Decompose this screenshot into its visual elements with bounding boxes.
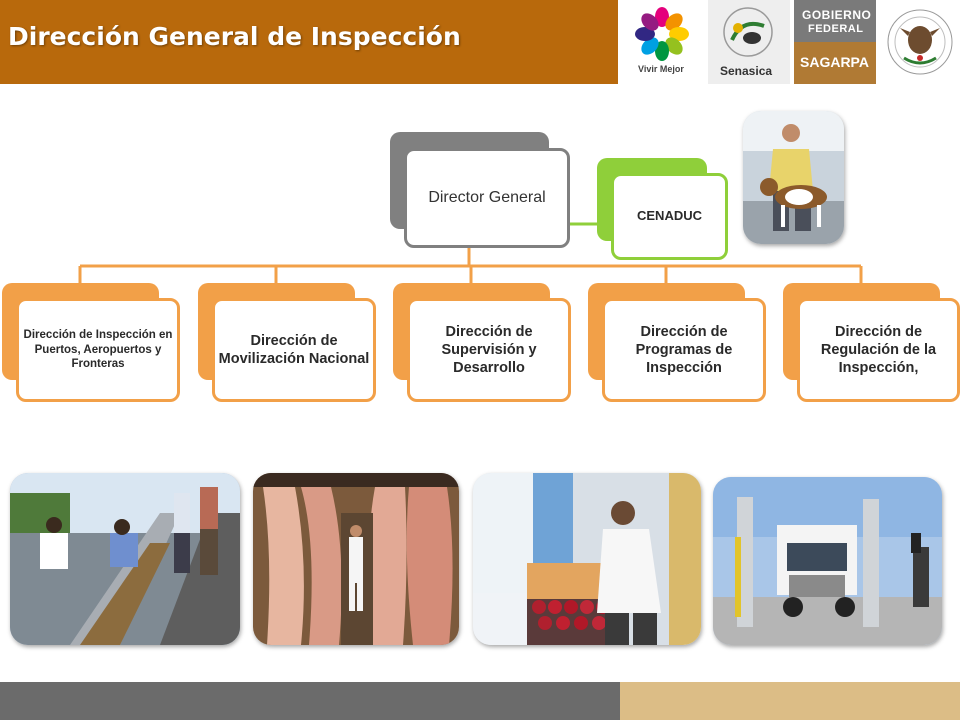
senasica-logo: Senasica: [708, 0, 790, 84]
footer-gray-bar: [0, 682, 620, 720]
unit-box-programas[interactable]: Dirección de Programas de Inspección: [602, 298, 766, 402]
header-bar: [0, 0, 618, 84]
mexico-seal: [880, 0, 960, 84]
unit-box-movilizacion[interactable]: Dirección de Movilización Nacional: [212, 298, 376, 402]
unit-label: Dirección de Programas de Inspección: [635, 323, 733, 377]
director-general-label: Director General: [428, 189, 546, 206]
photo-canine-inspection: [743, 111, 844, 244]
vivir-mejor-text: Vivir Mejor: [638, 64, 684, 74]
senasica-text: Senasica: [720, 64, 773, 78]
page-title: Dirección General de Inspección: [8, 22, 461, 51]
unit-box-regulacion[interactable]: Dirección de Regulación de la Inspección…: [797, 298, 960, 402]
vivir-mejor-logo: Vivir Mejor: [620, 0, 704, 84]
photo-railway-inspection: [10, 473, 240, 645]
unit-label: Dirección de Regulación de la Inspección…: [820, 323, 937, 377]
unit-label: Dirección de Supervisión y Desarrollo: [441, 323, 537, 377]
gobierno-text: Gobierno: [802, 8, 872, 22]
sagarpa-text: SAGARPA: [800, 54, 869, 70]
senasica-emblem-icon: [723, 7, 773, 57]
photo-fruit-inspection: [473, 473, 701, 645]
director-general-box[interactable]: Director General: [404, 148, 570, 248]
photo-meat-inspection: [253, 473, 459, 645]
unit-box-supervision[interactable]: Dirección de Supervisión y Desarrollo: [407, 298, 571, 402]
photo-truck-inspection: [713, 477, 942, 645]
unit-label: Dirección de Movilización Nacional: [218, 332, 370, 367]
unit-box-puertos[interactable]: Dirección de Inspección en Puertos, Aero…: [16, 298, 180, 402]
footer-gold-bar: [620, 682, 960, 720]
unit-label: Dirección de Inspección en Puertos, Aero…: [23, 329, 173, 371]
federal-text: Federal: [808, 23, 864, 35]
cenaduc-box[interactable]: CENADUC: [611, 173, 728, 260]
mexico-coat-of-arms-icon: [887, 9, 953, 75]
flower-icon: [635, 7, 689, 61]
logo-strip: Vivir Mejor Senasica Gobierno Federal SA…: [620, 0, 960, 84]
cenaduc-label: CENADUC: [637, 208, 702, 224]
sagarpa-logo: SAGARPA: [794, 42, 876, 84]
